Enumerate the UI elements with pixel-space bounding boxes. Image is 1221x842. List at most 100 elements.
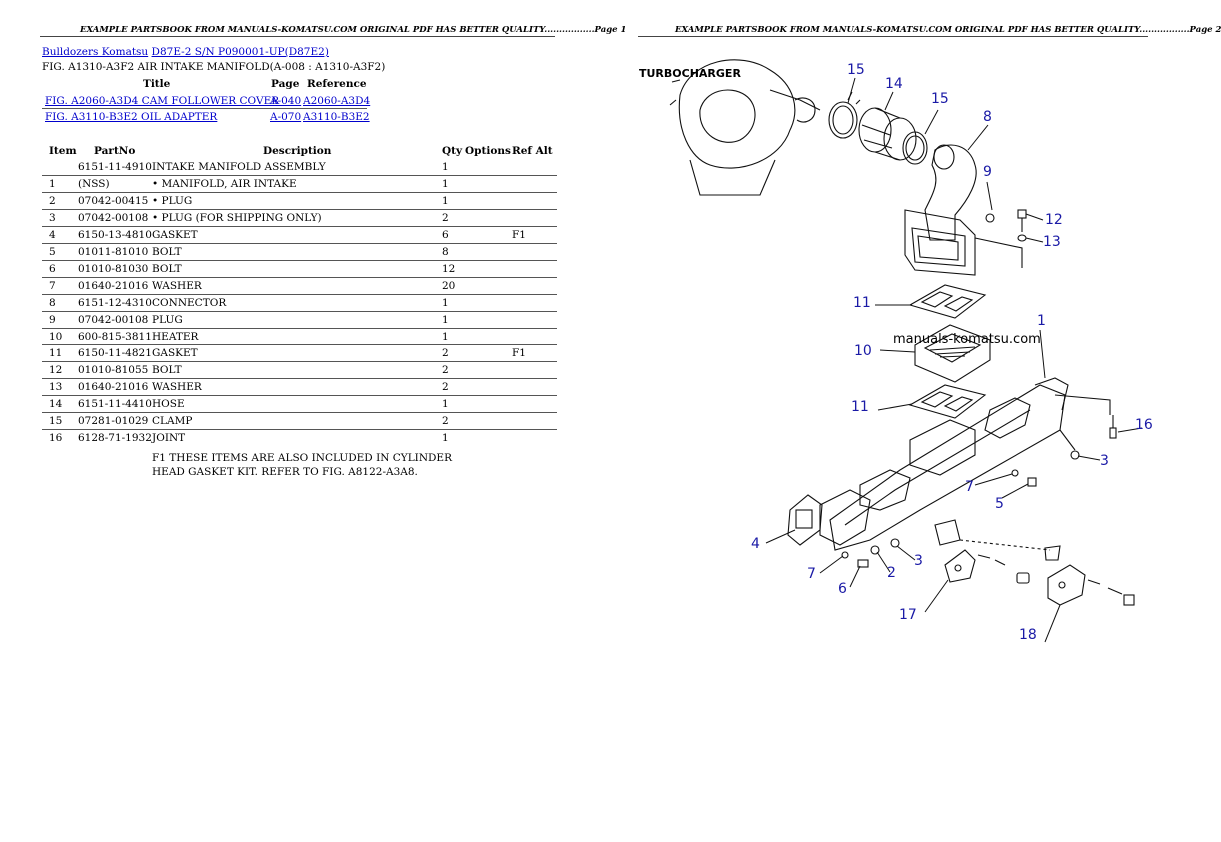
part-item-number: 14 — [49, 398, 63, 411]
breadcrumb-brand-link[interactable]: Bulldozers Komatsu — [42, 46, 149, 58]
part-item-number: 2 — [49, 194, 56, 207]
footnote-line: HEAD GASKET KIT. REFER TO FIG. A8122-A3A… — [152, 466, 418, 478]
ref-header-title: Title — [143, 78, 171, 90]
part-description: • PLUG — [152, 194, 193, 207]
part-number: 01640-21016 — [78, 381, 149, 394]
bolt-5 — [1027, 477, 1037, 487]
ref-reference-link[interactable]: A2060-A3D4 — [303, 95, 371, 107]
row-divider — [42, 259, 557, 261]
part-number: 07042-00108 — [78, 211, 149, 224]
part-number: 01011-81010 — [78, 245, 149, 258]
part-description: JOINT — [152, 432, 186, 445]
row-divider — [42, 378, 557, 380]
part-quantity: 2 — [442, 415, 449, 428]
ref-title-link[interactable]: FIG. A2060-A3D4 CAM FOLLOWER COVER — [45, 95, 280, 107]
callout-2: 2 — [887, 565, 896, 581]
part-quantity: 2 — [442, 381, 449, 394]
bolt-6 — [857, 559, 869, 568]
row-divider — [42, 429, 557, 431]
washer-7 — [1011, 469, 1019, 477]
part-quantity: 12 — [442, 262, 456, 275]
row-divider — [42, 208, 557, 210]
plug-9 — [985, 213, 995, 223]
page1-header: EXAMPLE PARTSBOOK FROM MANUALS-KOMATSU.C… — [80, 25, 627, 35]
clamp-15-right — [902, 131, 928, 165]
parts-header-partno: PartNo — [94, 145, 136, 157]
part-quantity: 1 — [442, 177, 449, 190]
part-quantity: 1 — [442, 161, 449, 173]
part-quantity: 1 — [442, 194, 449, 207]
page1-header-rule — [40, 36, 555, 37]
part-number: 07281-01029 — [78, 415, 149, 428]
callout-13: 13 — [1043, 234, 1061, 250]
part-quantity: 1 — [442, 330, 449, 343]
part-description: WASHER — [152, 381, 202, 394]
row-divider — [42, 310, 557, 312]
callout-3: 3 — [1100, 453, 1109, 469]
washer-7 — [841, 551, 849, 559]
plug-3 — [1070, 450, 1080, 460]
page2-header-rule — [638, 36, 1148, 37]
breadcrumb-model-link[interactable]: D87E-2 S/N P090001-UP(D87E2) — [151, 46, 329, 58]
page2-header: EXAMPLE PARTSBOOK FROM MANUALS-KOMATSU.C… — [675, 25, 1221, 35]
row-divider — [42, 293, 557, 295]
footnote-line: F1 THESE ITEMS ARE ALSO INCLUDED IN CYLI… — [152, 452, 452, 464]
part-description: CONNECTOR — [152, 296, 227, 309]
row-divider — [42, 412, 557, 414]
ref-page-link[interactable]: A-070 — [270, 111, 302, 123]
turbocharger-label: TURBOCHARGER — [639, 67, 741, 80]
part-quantity: 1 — [442, 398, 449, 411]
part-quantity: 20 — [442, 279, 456, 292]
callout-16: 16 — [1135, 417, 1153, 433]
part-quantity: 8 — [442, 245, 449, 258]
part-quantity: 2 — [442, 364, 449, 377]
part-number: 6128-71-1932 — [78, 432, 152, 445]
row-divider — [42, 225, 557, 227]
parts-header-options: Options — [465, 145, 511, 157]
part-number: 600-815-3811 — [78, 330, 152, 343]
part-quantity: 2 — [442, 347, 449, 360]
row-divider — [42, 361, 557, 363]
part-quantity: 1 — [442, 432, 449, 445]
part-number: 6150-13-4810 — [78, 228, 152, 241]
callout-5: 5 — [995, 496, 1004, 512]
manifold-1 — [819, 377, 1111, 551]
callout-9: 9 — [983, 164, 992, 180]
part-item-number: 10 — [49, 330, 63, 343]
part-item-number: 16 — [49, 432, 63, 445]
heater-10 — [914, 324, 991, 383]
part-description: INTAKE MANIFOLD ASSEMBLY — [152, 161, 326, 173]
part-quantity: 1 — [442, 296, 449, 309]
bracket-17 — [944, 549, 976, 583]
part-number: 07042-00415 — [78, 194, 149, 207]
row-divider — [42, 395, 557, 397]
callout-18: 18 — [1019, 627, 1037, 643]
ref-header-reference: Reference — [307, 78, 367, 90]
ref-page-link[interactable]: A-040 — [270, 95, 302, 107]
parts-header-qty: Qty — [442, 145, 463, 157]
part-ref-alt: F1 — [512, 228, 526, 241]
ref-reference-link[interactable]: A3110-B3E2 — [303, 111, 370, 123]
part-number: 01640-21016 — [78, 279, 149, 292]
joint-16 — [1109, 427, 1117, 439]
row-divider — [42, 242, 557, 244]
part-quantity: 6 — [442, 228, 449, 241]
parts-header-description: Description — [263, 145, 332, 157]
breadcrumb: Bulldozers Komatsu D87E-2 S/N P090001-UP… — [42, 46, 329, 58]
watermark: manuals-komatsu.com — [893, 332, 1041, 347]
callout-11: 11 — [853, 295, 871, 311]
part-number: 07042-00108 — [78, 313, 149, 326]
part-description: BOLT — [152, 245, 182, 258]
part-description: WASHER — [152, 279, 202, 292]
part-quantity: 1 — [442, 313, 449, 326]
part-item-number: 7 — [49, 279, 56, 292]
figure-title: FIG. A1310-A3F2 AIR INTAKE MANIFOLD(A-00… — [42, 61, 386, 73]
part-number: 6151-12-4310 — [78, 296, 152, 309]
part-description: CLAMP — [152, 415, 193, 428]
ref-title-link[interactable]: FIG. A3110-B3E2 OIL ADAPTER — [45, 111, 218, 123]
connector-8 — [904, 144, 977, 276]
plug-3 — [890, 538, 900, 548]
ref-row-divider — [42, 108, 367, 109]
callout-12: 12 — [1045, 212, 1063, 228]
callout-8: 8 — [983, 109, 992, 125]
